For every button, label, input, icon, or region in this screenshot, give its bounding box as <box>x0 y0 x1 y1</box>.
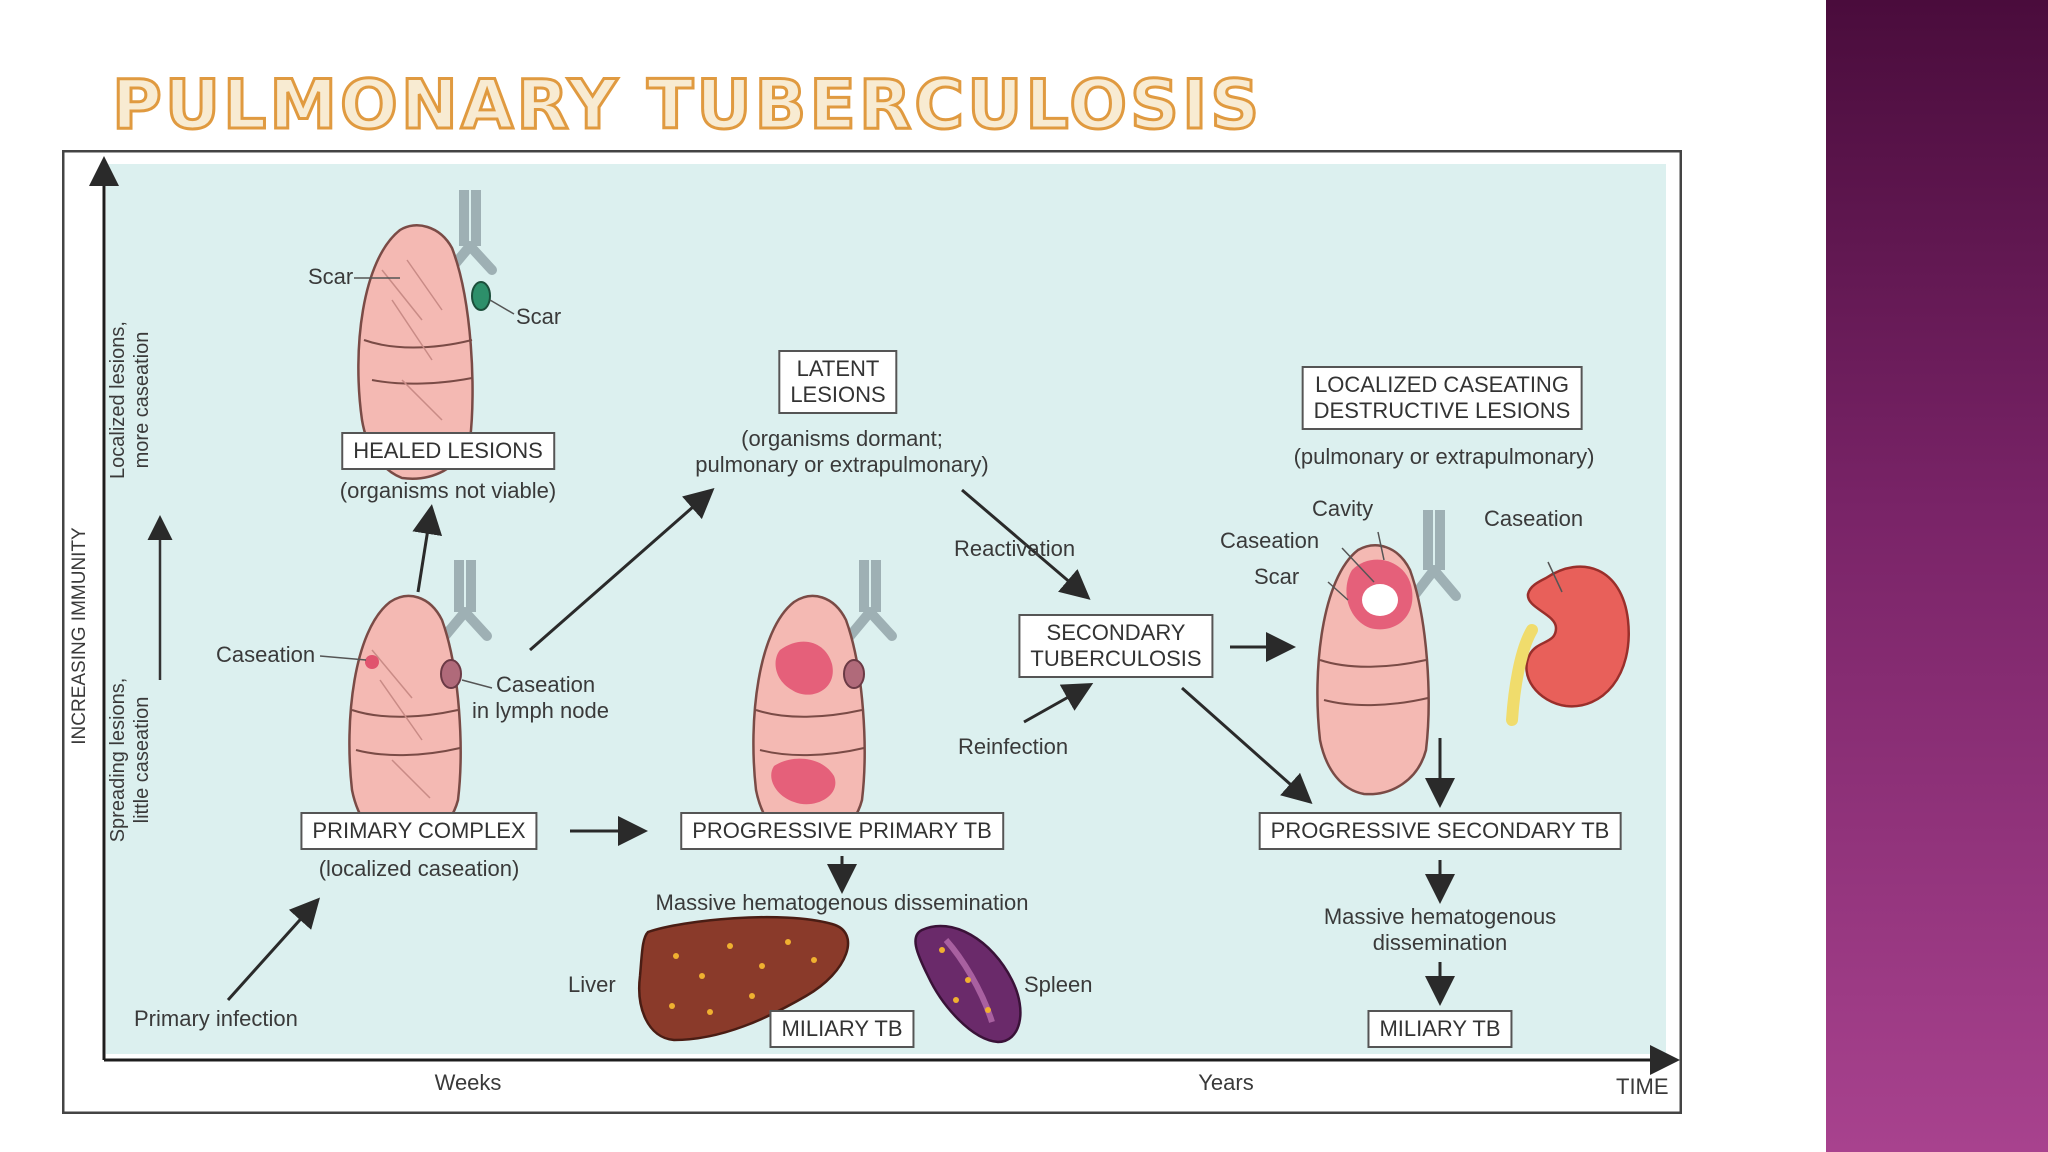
healed-lesions-note: (organisms not viable) <box>339 478 557 503</box>
primary-lung-illustration <box>319 560 493 846</box>
slide-title: PULMONARY TUBERCULOSIS <box>110 65 1263 147</box>
progressive-secondary-dissemination: Massive hematogenous dissemination <box>1324 904 1556 956</box>
progressive-secondary-box: PROGRESSIVE SECONDARY TB <box>1258 812 1622 850</box>
latent-lesions-line1: LATENT <box>796 356 880 381</box>
lymph-node-caseation-line1: Caseation <box>496 672 596 697</box>
reactivation-label: Reactivation <box>954 536 1076 561</box>
reinfection-label: Reinfection <box>958 734 1069 759</box>
y-axis-upper-band: Localized lesions, more caseation <box>106 300 154 500</box>
latent-lesions-box: LATENT LESIONS <box>778 350 898 414</box>
progressive-primary-lung-illustration <box>752 560 897 846</box>
y-axis-lower-band: Spreading lesions, little caseation <box>106 660 154 860</box>
x-axis-time-label: TIME <box>1616 1074 1669 1099</box>
lung-scar-label: Scar <box>1254 564 1300 589</box>
primary-complex-box: PRIMARY COMPLEX <box>300 812 538 850</box>
progressive-secondary-dissemination-line1: Massive hematogenous <box>1323 904 1557 929</box>
latent-lesions-line2: LESIONS <box>790 382 886 407</box>
liver-illustration <box>638 915 850 1042</box>
arrow-reinfection-to-secondary <box>1023 683 1094 724</box>
progressive-primary-dissemination: Massive hematogenous dissemination <box>655 890 1029 915</box>
y-axis-lower-band-line1: Spreading lesions, <box>107 677 129 843</box>
arrow-latent-to-secondary <box>961 488 1091 600</box>
healed-scar-left-label: Scar <box>308 264 354 289</box>
y-axis-upper-band-line2: more caseation <box>131 331 153 469</box>
decorative-side-band <box>1826 0 2048 1152</box>
tb-pathogenesis-diagram: INCREASING IMMUNITY Localized lesions, m… <box>62 150 1682 1114</box>
x-axis-years-label: Years <box>1198 1070 1254 1095</box>
y-axis-lower-band-line2: little caseation <box>131 696 153 824</box>
localized-caseating-box: LOCALIZED CASEATING DESTRUCTIVE LESIONS <box>1301 366 1583 430</box>
y-axis-title: INCREASING IMMUNITY <box>69 527 90 745</box>
healed-lesions-box: HEALED LESIONS <box>341 432 555 470</box>
secondary-tb-line2: TUBERCULOSIS <box>1030 646 1202 671</box>
arrow-infection-to-primary <box>226 897 321 1002</box>
y-axis-upper-band-line1: Localized lesions, <box>107 321 129 479</box>
arrow-secondary-to-progressive-secondary <box>1181 686 1313 804</box>
spleen-illustration <box>914 924 1022 1044</box>
progressive-primary-box: PROGRESSIVE PRIMARY TB <box>680 812 1004 850</box>
primary-infection-label: Primary infection <box>134 1006 298 1031</box>
spleen-label: Spleen <box>1024 972 1093 997</box>
arrow-primary-to-latent <box>529 488 715 652</box>
localized-caseating-line1: LOCALIZED CASEATING <box>1315 372 1569 397</box>
kidney-illustration <box>1506 561 1630 726</box>
lung-caseation-label: Caseation <box>1220 528 1320 553</box>
primary-caseation-label: Caseation <box>216 642 316 667</box>
healed-scar-right-label: Scar <box>516 304 562 329</box>
kidney-caseation-label: Caseation <box>1484 506 1584 531</box>
lymph-node-caseation-label: Caseation in lymph node <box>472 672 609 724</box>
latent-lesions-note-line2: pulmonary or extrapulmonary) <box>695 452 989 477</box>
x-axis-weeks-label: Weeks <box>434 1070 502 1095</box>
localized-caseating-note: (pulmonary or extrapulmonary) <box>1293 444 1595 469</box>
secondary-tb-line1: SECONDARY <box>1046 620 1186 645</box>
localized-caseating-line2: DESTRUCTIVE LESIONS <box>1313 398 1571 423</box>
diagram-graphics <box>62 150 1682 1114</box>
progressive-secondary-dissemination-line2: dissemination <box>1372 930 1508 955</box>
latent-lesions-note: (organisms dormant; pulmonary or extrapu… <box>695 426 988 478</box>
cavity-label: Cavity <box>1312 496 1374 521</box>
healed-lung-illustration <box>354 190 515 480</box>
latent-lesions-note-line1: (organisms dormant; <box>741 426 943 451</box>
localized-lung-illustration <box>1316 510 1461 796</box>
secondary-tuberculosis-box: SECONDARY TUBERCULOSIS <box>1018 614 1214 678</box>
miliary-tb-secondary-box: MILIARY TB <box>1367 1010 1513 1048</box>
miliary-tb-primary-box: MILIARY TB <box>769 1010 915 1048</box>
liver-label: Liver <box>568 972 616 997</box>
arrow-primary-to-healed <box>412 504 443 593</box>
primary-complex-note: (localized caseation) <box>318 856 520 881</box>
lymph-node-caseation-line2: in lymph node <box>472 698 609 723</box>
